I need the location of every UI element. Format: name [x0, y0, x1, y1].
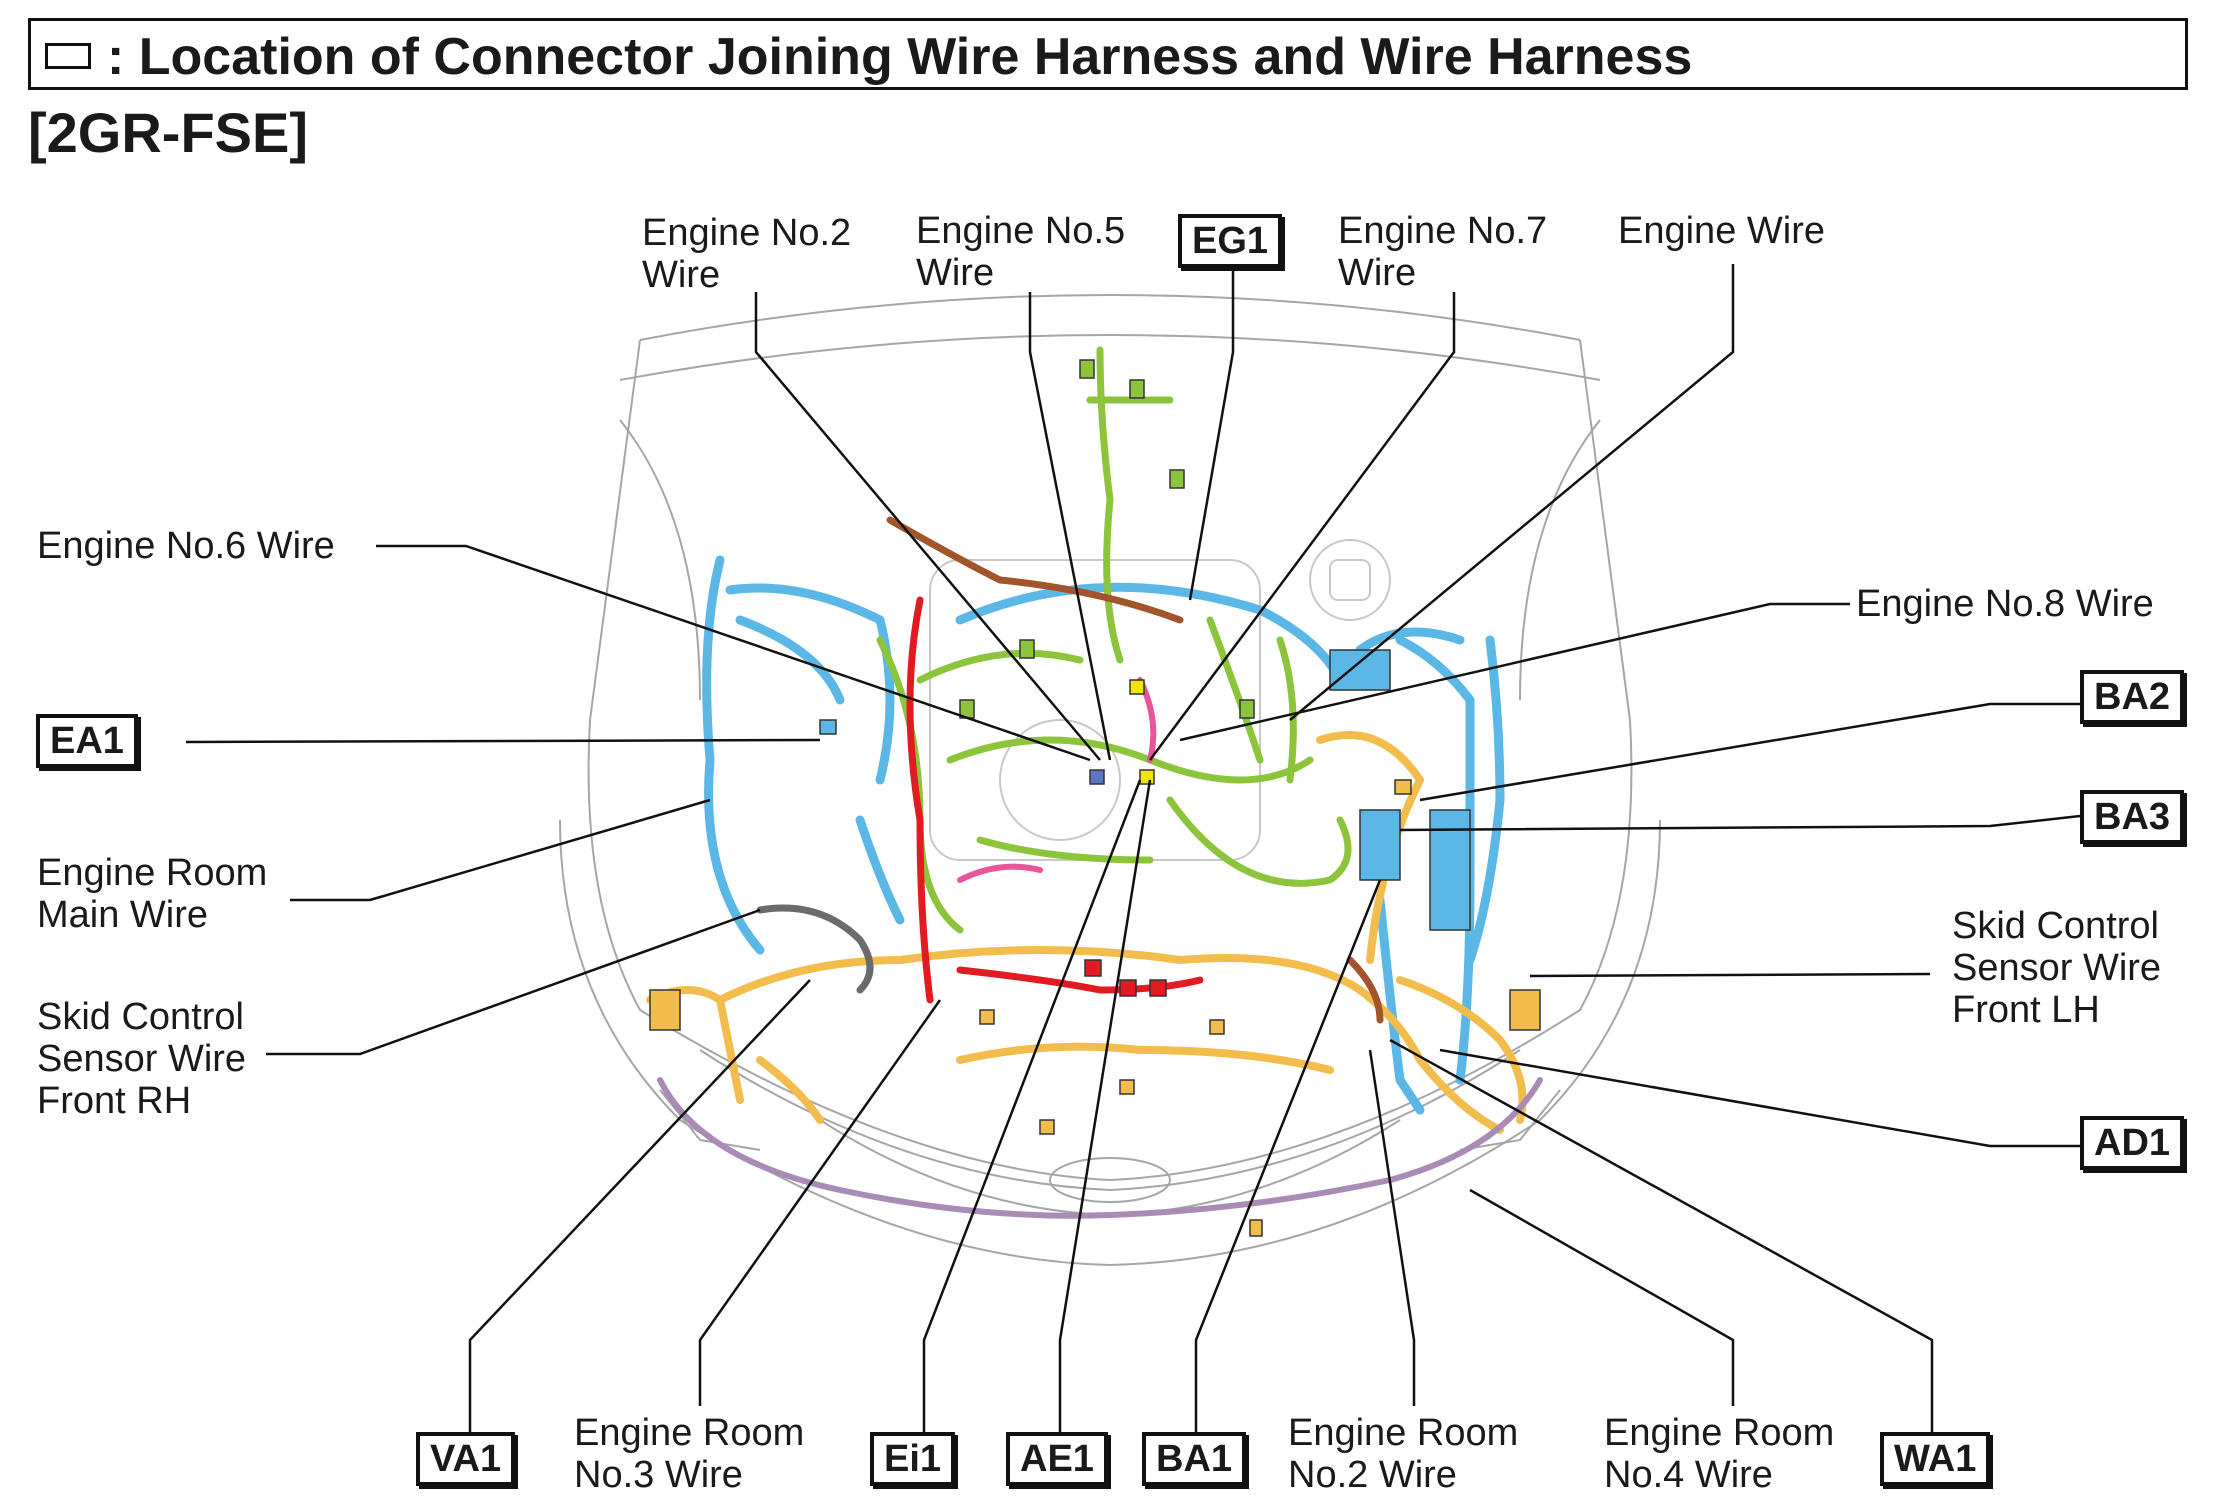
- label-engine-no8-wire: Engine No.8 Wire: [1856, 583, 2154, 625]
- label-engine-room-no3-wire: Engine Room No.3 Wire: [574, 1412, 804, 1496]
- code-eg1: EG1: [1178, 214, 1283, 268]
- code-va1: VA1: [416, 1432, 516, 1486]
- harness-green: [876, 346, 1352, 934]
- harness-red: [906, 596, 1204, 1004]
- label-line: Engine Room: [37, 852, 268, 894]
- vehicle-body-outline: [559, 294, 1661, 1267]
- label-engine-wire: Engine Wire: [1618, 210, 1825, 252]
- label-engine-no6-wire: Engine No.6 Wire: [37, 525, 335, 567]
- label-line: Sensor Wire: [37, 1038, 247, 1080]
- label-line: No.2 Wire: [1288, 1454, 1457, 1496]
- label-line: Front RH: [37, 1080, 192, 1122]
- label-engine-no2-wire: Engine No.2 Wire: [642, 212, 851, 296]
- code-ba3: BA3: [2080, 790, 2185, 844]
- label-line: Engine Room: [574, 1412, 805, 1454]
- engine-model-subtitle: [2GR-FSE]: [28, 101, 308, 164]
- label-line: Skid Control: [37, 996, 244, 1038]
- code-ea1: EA1: [36, 714, 138, 768]
- label-engine-room-no2-wire: Engine Room No.2 Wire: [1288, 1412, 1518, 1496]
- label-line: Sensor Wire: [1952, 947, 2162, 989]
- label-line: Skid Control: [1952, 905, 2159, 947]
- label-line: Engine Room: [1604, 1412, 1835, 1454]
- leader-lines: [185, 264, 2081, 1440]
- label-line: Engine No.5: [916, 210, 1126, 252]
- label-line: Engine Room: [1288, 1412, 1519, 1454]
- label-line: Wire: [1338, 252, 1417, 294]
- label-line: Front LH: [1952, 989, 2100, 1031]
- label-skid-control-sensor-wire-front-rh: Skid Control Sensor Wire Front RH: [37, 996, 246, 1122]
- page-title: : Location of Connector Joining Wire Har…: [107, 28, 1693, 86]
- title-box: : Location of Connector Joining Wire Har…: [28, 18, 2188, 90]
- label-line: No.4 Wire: [1604, 1454, 1773, 1496]
- code-ae1: AE1: [1006, 1432, 1108, 1486]
- label-line: Engine No.2: [642, 212, 852, 254]
- label-engine-no5-wire: Engine No.5 Wire: [916, 210, 1125, 294]
- label-line: Wire: [642, 254, 721, 296]
- label-line: Engine No.7: [1338, 210, 1548, 252]
- label-engine-room-main-wire: Engine Room Main Wire: [37, 852, 267, 936]
- label-engine-no7-wire: Engine No.7 Wire: [1338, 210, 1547, 294]
- harness-brown: [886, 516, 1384, 1024]
- label-engine-room-no4-wire: Engine Room No.4 Wire: [1604, 1412, 1834, 1496]
- code-ba1: BA1: [1142, 1432, 1247, 1486]
- label-line: No.3 Wire: [574, 1454, 743, 1496]
- harness-purple: [657, 1077, 1543, 1219]
- code-ba2: BA2: [2080, 670, 2185, 724]
- code-ei1: Ei1: [870, 1432, 956, 1486]
- harness-yellow: [646, 731, 1527, 1134]
- connector-box-icon: [45, 43, 91, 69]
- code-ad1: AD1: [2080, 1116, 2185, 1170]
- code-wa1: WA1: [1880, 1432, 1991, 1486]
- label-line: Main Wire: [37, 894, 209, 936]
- harness-gray: [756, 904, 874, 994]
- label-line: Wire: [916, 252, 995, 294]
- label-skid-control-sensor-wire-front-lh: Skid Control Sensor Wire Front LH: [1952, 905, 2161, 1031]
